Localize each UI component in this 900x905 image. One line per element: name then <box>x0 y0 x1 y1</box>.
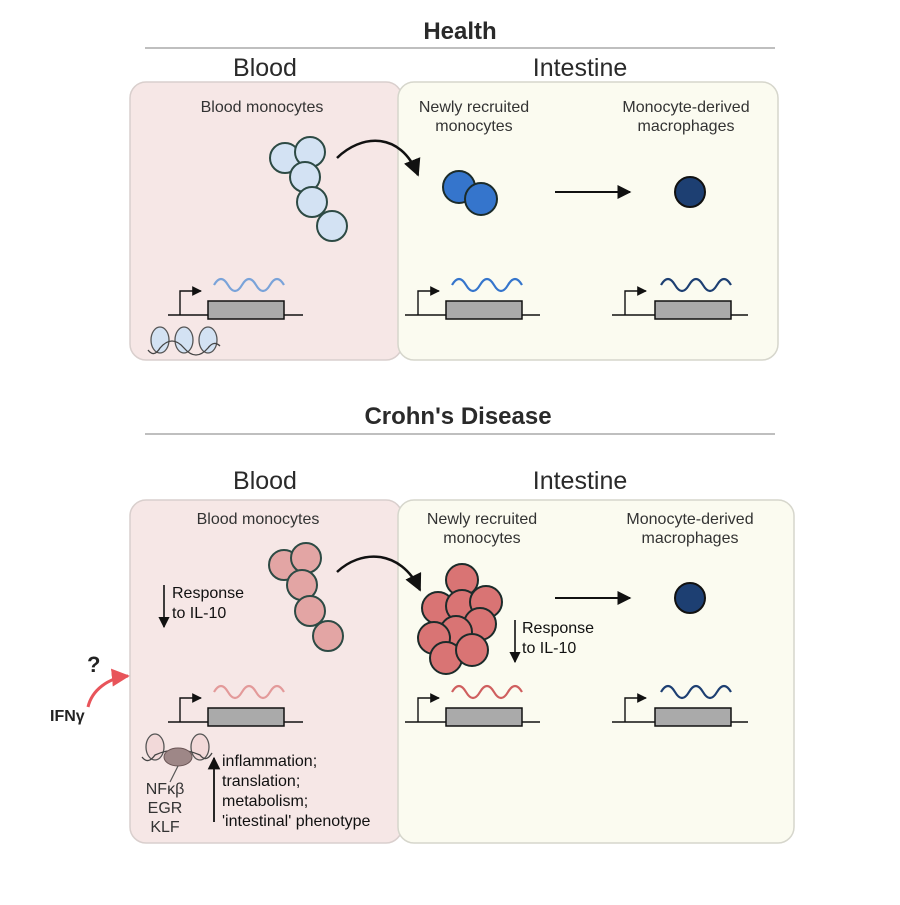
crohns-intestine-panel <box>397 499 795 844</box>
monocyte-cell <box>290 542 322 574</box>
health-blood-monocytes-label: Blood monocytes <box>200 99 324 116</box>
crohns-title: Crohn's Disease <box>364 403 552 430</box>
transcription-factor-blob <box>163 747 193 767</box>
monocyte-cell <box>312 620 344 652</box>
gene-construct-crohns-macrophage <box>612 684 748 727</box>
crohns-migration-arrow <box>336 555 422 592</box>
chromatin-nucleosomes-health <box>147 326 221 356</box>
health-recruited-label: Newly recruited monocytes <box>418 99 530 135</box>
transcription-factor-link <box>169 765 179 783</box>
crohns-recruited-monocyte-cluster <box>417 563 503 675</box>
gene-construct-health-recruited <box>405 277 540 320</box>
upregulated-pathways-label: inflammation; translation; metabolism; '… <box>222 753 371 830</box>
recruited-monocyte <box>464 182 498 216</box>
ifn-gamma-arrow <box>86 668 130 708</box>
crohns-macrophage <box>674 582 706 614</box>
recruited-monocyte <box>455 633 489 667</box>
crohns-blood-monocytes-label: Blood monocytes <box>196 511 320 528</box>
health-blood-monocyte-cluster <box>269 136 348 242</box>
health-recruited-monocytes <box>442 170 498 216</box>
crohns-recruited-label: Newly recruited monocytes <box>426 511 538 547</box>
health-migration-arrow <box>336 139 421 177</box>
gene-construct-health-blood <box>168 277 303 320</box>
crohns-intestine-header: Intestine <box>532 467 628 495</box>
health-macrophage <box>674 176 706 208</box>
question-mark: ? <box>87 652 101 677</box>
monocyte-cell <box>294 595 326 627</box>
transcription-factor-labels: NFκβ EGR KLF <box>145 781 185 836</box>
gene-construct-health-macrophage <box>612 277 748 320</box>
health-blood-header: Blood <box>233 54 297 82</box>
gene-construct-crohns-recruited <box>405 684 540 727</box>
crohns-blood-monocyte-cluster <box>268 542 344 652</box>
crohns-macrophages-label: Monocyte-derived macrophages <box>626 511 754 547</box>
il10-response-label-blood: Response to IL-10 <box>172 585 245 622</box>
health-title: Health <box>423 18 497 45</box>
il10-response-label-intestine: Response to IL-10 <box>522 620 595 657</box>
ifn-gamma-label: IFNγ <box>50 708 85 725</box>
monocyte-cell <box>296 186 328 218</box>
crohns-blood-header: Blood <box>233 467 297 495</box>
monocyte-cell <box>316 210 348 242</box>
gene-construct-crohns-blood <box>168 684 303 727</box>
health-macrophages-label: Monocyte-derived macrophages <box>622 99 750 135</box>
health-intestine-header: Intestine <box>532 54 628 82</box>
